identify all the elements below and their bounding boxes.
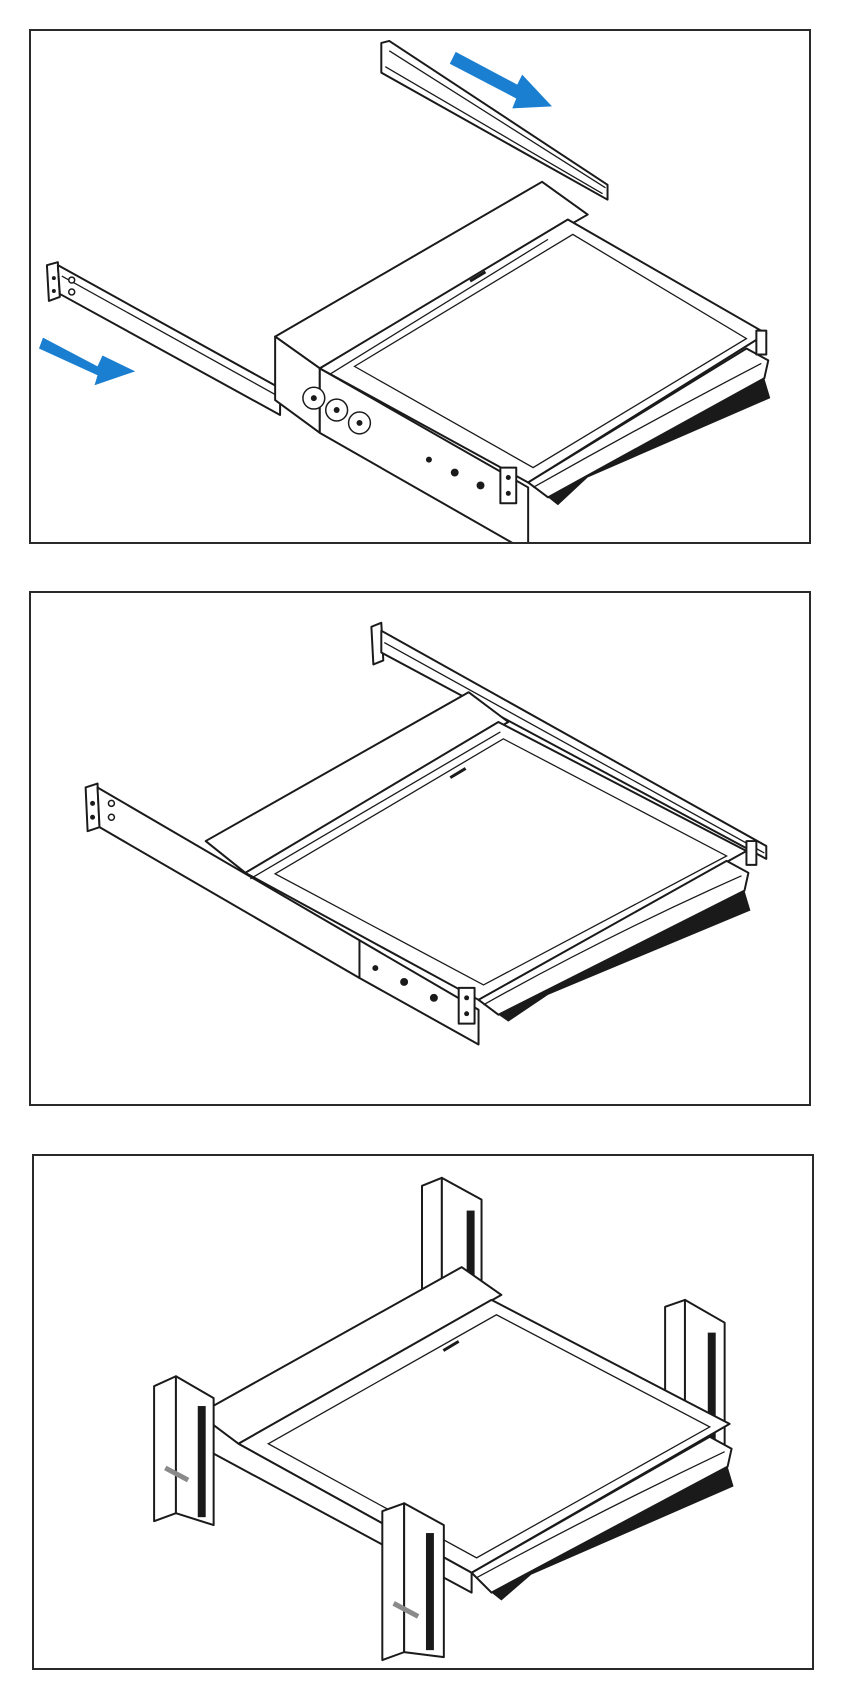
side-rail-left [45,261,282,416]
rear-rail-top [380,39,609,201]
rack-post-front-right [381,1502,445,1662]
rear-rail-top [370,621,768,860]
rack-post-front-left [153,1375,215,1527]
kvm-drawer [197,1266,734,1601]
step-2-drawing [84,621,768,1046]
pull-arrow-icon [38,337,136,386]
kvm-drawer [204,691,758,1046]
step-3-panel [32,1154,814,1670]
step-1-drawing [38,39,771,542]
step-3-drawing [153,1176,734,1662]
kvm-drawer [274,180,771,542]
pull-arrow-icon [449,51,552,109]
step-2-panel [29,591,811,1106]
step-1-panel [29,29,811,544]
